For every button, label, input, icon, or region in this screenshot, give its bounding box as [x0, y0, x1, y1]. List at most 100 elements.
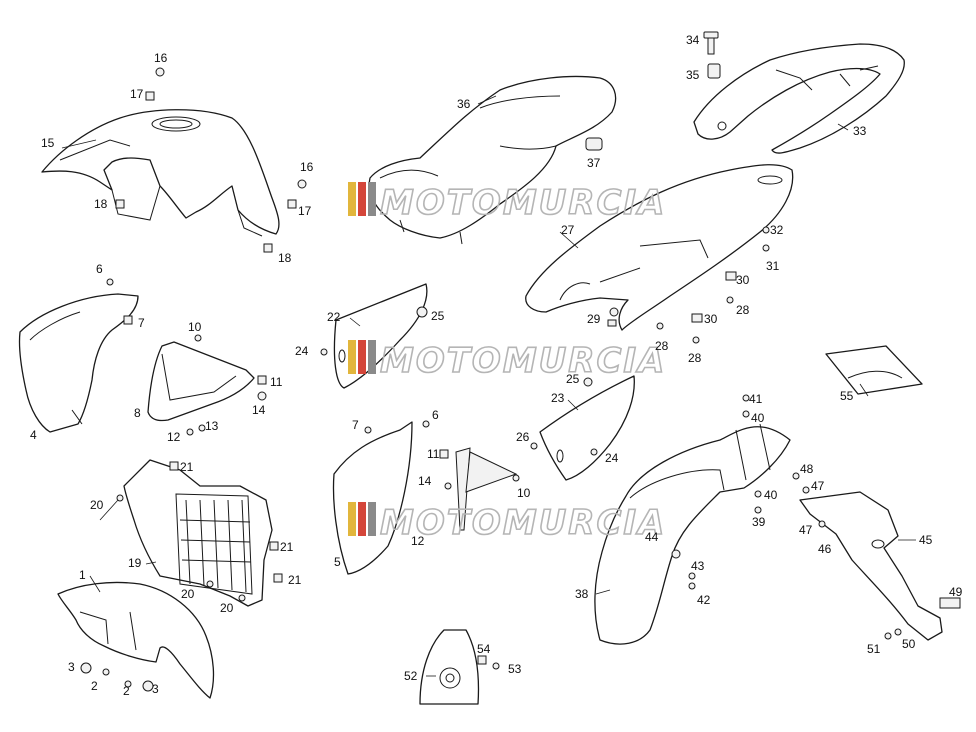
callout-35: 35: [686, 68, 700, 82]
callout-41: 41: [749, 392, 763, 406]
part-license-holder: [799, 491, 943, 641]
callout-21: 21: [180, 460, 194, 474]
callout-labels: 1 2 2 3 3 4 5 6 6 7 7 8 10 10 11 11 12 1…: [30, 33, 963, 698]
callout-30: 30: [736, 273, 750, 287]
callout-47: 47: [811, 479, 825, 493]
part-rear-mudguard: [594, 423, 791, 645]
part-side-fairing-5: [332, 421, 413, 575]
callout-42: 42: [697, 593, 711, 607]
callout-17: 17: [298, 204, 312, 218]
callout-22: 22: [327, 310, 341, 324]
callout-27: 27: [561, 223, 575, 237]
part-grab-rail: [693, 43, 905, 154]
callout-33: 33: [853, 124, 867, 138]
callout-14: 14: [252, 403, 266, 417]
callout-5: 5: [334, 555, 341, 569]
part-bracket-8: [147, 341, 255, 422]
watermark-middle: MOTOMURCIA: [348, 340, 666, 382]
callout-11: 11: [270, 375, 283, 389]
callout-18: 18: [94, 197, 108, 211]
part-front-fairing-4: [18, 293, 139, 433]
callout-10: 10: [517, 486, 531, 500]
callout-52: 52: [404, 669, 418, 683]
callout-54: 54: [477, 642, 491, 656]
callout-26: 26: [516, 430, 530, 444]
callout-36: 36: [457, 97, 471, 111]
callout-10: 10: [188, 320, 202, 334]
callout-47: 47: [799, 523, 813, 537]
parts-layer: [18, 31, 961, 705]
callout-53: 53: [508, 662, 522, 676]
callout-40: 40: [751, 411, 765, 425]
callout-25: 25: [566, 372, 580, 386]
part-bolt-34: [703, 31, 719, 55]
watermark-text: MOTOMURCIA: [380, 341, 666, 381]
part-fuel-tank-cover: [41, 109, 280, 237]
callout-49: 49: [949, 585, 963, 599]
fasteners: [80, 67, 961, 692]
part-sticker-55: [825, 345, 923, 395]
callout-3: 3: [152, 682, 159, 696]
callout-43: 43: [691, 559, 705, 573]
part-front-mudguard: [57, 581, 215, 699]
callout-48: 48: [800, 462, 814, 476]
callout-29: 29: [587, 312, 601, 326]
callout-18: 18: [278, 251, 292, 265]
callout-30: 30: [704, 312, 718, 326]
callout-20: 20: [90, 498, 104, 512]
callout-1: 1: [79, 568, 86, 582]
callout-16: 16: [154, 51, 168, 65]
part-tail-side-cover: [525, 164, 794, 331]
watermark-top: MOTOMURCIA: [348, 182, 665, 224]
callout-46: 46: [818, 542, 832, 556]
callout-20: 20: [181, 587, 195, 601]
watermark-text: MOTOMURCIA: [380, 503, 666, 543]
callout-31: 31: [766, 259, 780, 273]
callout-21: 21: [280, 540, 294, 554]
callout-44: 44: [645, 530, 659, 544]
callout-14: 14: [418, 474, 432, 488]
callout-12: 12: [411, 534, 425, 548]
callout-2: 2: [91, 679, 98, 693]
callout-40: 40: [764, 488, 778, 502]
callout-6: 6: [96, 262, 103, 276]
callout-6: 6: [432, 408, 439, 422]
callout-37: 37: [587, 156, 601, 170]
callout-45: 45: [919, 533, 933, 547]
callout-2: 2: [123, 684, 130, 698]
callout-8: 8: [134, 406, 141, 420]
callout-34: 34: [686, 33, 700, 47]
part-37: [585, 137, 603, 151]
callout-28: 28: [655, 339, 669, 353]
leader-lines: [61, 95, 916, 677]
callout-20: 20: [220, 601, 234, 615]
callout-19: 19: [128, 556, 142, 570]
callout-15: 15: [41, 136, 55, 150]
callout-24: 24: [295, 344, 309, 358]
callout-55: 55: [840, 389, 854, 403]
callout-3: 3: [68, 660, 75, 674]
callout-28: 28: [688, 351, 702, 365]
part-side-panel-23: [539, 375, 635, 481]
part-chain-guard: [419, 629, 480, 705]
callout-13: 13: [205, 419, 219, 433]
callout-38: 38: [575, 587, 589, 601]
callout-12: 12: [167, 430, 181, 444]
callout-50: 50: [902, 637, 916, 651]
part-radiator-grill: [123, 459, 273, 607]
callout-17: 17: [130, 87, 144, 101]
callout-25: 25: [431, 309, 445, 323]
callout-32: 32: [770, 223, 784, 237]
watermark-bottom: MOTOMURCIA: [348, 502, 666, 544]
callout-23: 23: [551, 391, 565, 405]
callout-11: 11: [427, 447, 440, 461]
part-spacer-35: [707, 63, 721, 79]
callout-24: 24: [605, 451, 619, 465]
callout-7: 7: [352, 418, 359, 432]
callout-28: 28: [736, 303, 750, 317]
callout-4: 4: [30, 428, 37, 442]
part-seat: [368, 75, 617, 245]
callout-51: 51: [867, 642, 881, 656]
callout-7: 7: [138, 316, 145, 330]
